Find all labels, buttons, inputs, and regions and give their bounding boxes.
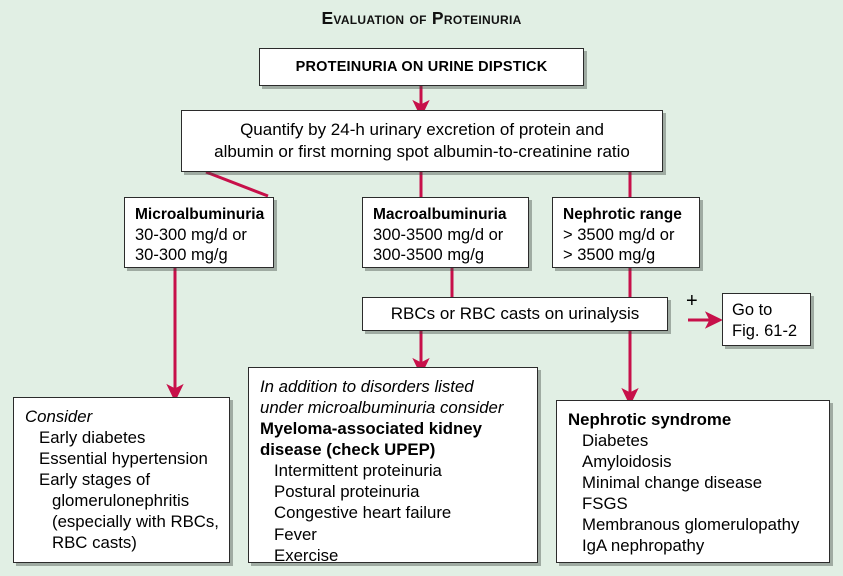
list-item: Congestive heart failure	[274, 503, 452, 523]
node-nephrotic-range-line1: > 3500 mg/d or	[563, 225, 675, 244]
node-nephrotic-syndrome-list[interactable]: Nephrotic syndrome Diabetes Amyloidosis …	[556, 400, 830, 563]
list-item: Essential hypertension	[39, 449, 208, 469]
node-macroalbuminuria[interactable]: Macroalbuminuria 300-3500 mg/d or 300-35…	[362, 197, 529, 268]
node-goto-line1: Go to	[732, 301, 773, 319]
node-proteinuria-dipstick[interactable]: PROTEINURIA ON URINE DIPSTICK	[259, 48, 584, 86]
list-item: glomerulonephritis	[52, 491, 190, 511]
page-title: Evaluation of Proteinuria	[321, 8, 522, 28]
node-myeloma-bold-line1: Myeloma-associated kidney	[260, 419, 482, 439]
node-consider-list[interactable]: Consider Early diabetes Essential hypert…	[13, 397, 230, 563]
node-nephrotic-range-line2: > 3500 mg/g	[563, 246, 656, 265]
node-macro-heading: Macroalbuminuria	[373, 206, 507, 223]
list-item: Fever	[274, 524, 317, 544]
list-item: FSGS	[582, 494, 628, 514]
node-myeloma-list[interactable]: In addition to disorders listed under mi…	[248, 367, 538, 565]
plus-sign-label: +	[686, 290, 698, 312]
list-item: (especially with RBCs,	[52, 512, 219, 532]
node-micro-line1: 30-300 mg/d or	[135, 225, 247, 244]
node-quantify[interactable]: Quantify by 24-h urinary excretion of pr…	[181, 110, 663, 172]
connector-quantify-to-micro	[205, 170, 269, 198]
list-item: Early stages of	[39, 470, 150, 490]
node-rbc-urinalysis[interactable]: RBCs or RBC casts on urinalysis	[362, 297, 668, 331]
node-rbc-label: RBCs or RBC casts on urinalysis	[390, 304, 640, 323]
node-micro-heading: Microalbuminuria	[135, 206, 265, 223]
node-goto-line2: Fig. 61-2	[732, 321, 798, 340]
node-quantify-line2: albumin or first morning spot albumin-to…	[214, 142, 630, 161]
node-macro-line2: 300-3500 mg/g	[373, 246, 484, 265]
node-nephrotic-range[interactable]: Nephrotic range > 3500 mg/d or > 3500 mg…	[552, 197, 700, 268]
node-microalbuminuria[interactable]: Microalbuminuria 30-300 mg/d or 30-300 m…	[124, 197, 274, 268]
list-item: Diabetes	[582, 431, 649, 451]
list-item: Postural proteinuria	[274, 482, 420, 502]
list-item: Amyloidosis	[582, 452, 672, 472]
node-goto-figure[interactable]: Go to Fig. 61-2	[722, 293, 811, 346]
node-nephrotic-syndrome-heading: Nephrotic syndrome	[568, 410, 732, 429]
node-nephrotic-range-heading: Nephrotic range	[563, 206, 682, 223]
node-myeloma-italic-line1: In addition to disorders listed	[260, 377, 474, 396]
list-item: Early diabetes	[39, 428, 146, 448]
node-myeloma-italic-line2: under microalbuminuria consider	[260, 398, 504, 418]
list-item: Intermittent proteinuria	[274, 461, 442, 481]
node-consider-heading: Consider	[25, 407, 93, 426]
list-item: RBC casts)	[52, 533, 137, 553]
list-item: Exercise	[274, 545, 339, 565]
node-myeloma-bold-line2: disease (check UPEP)	[260, 440, 436, 460]
node-micro-line2: 30-300 mg/g	[135, 246, 228, 265]
node-dipstick-label: PROTEINURIA ON URINE DIPSTICK	[295, 59, 548, 75]
list-item: Minimal change disease	[582, 473, 763, 493]
node-macro-line1: 300-3500 mg/d or	[373, 225, 504, 244]
node-quantify-line1: Quantify by 24-h urinary excretion of pr…	[240, 119, 604, 139]
list-item: Membranous glomerulopathy	[582, 515, 800, 535]
list-item: IgA nephropathy	[582, 536, 705, 556]
